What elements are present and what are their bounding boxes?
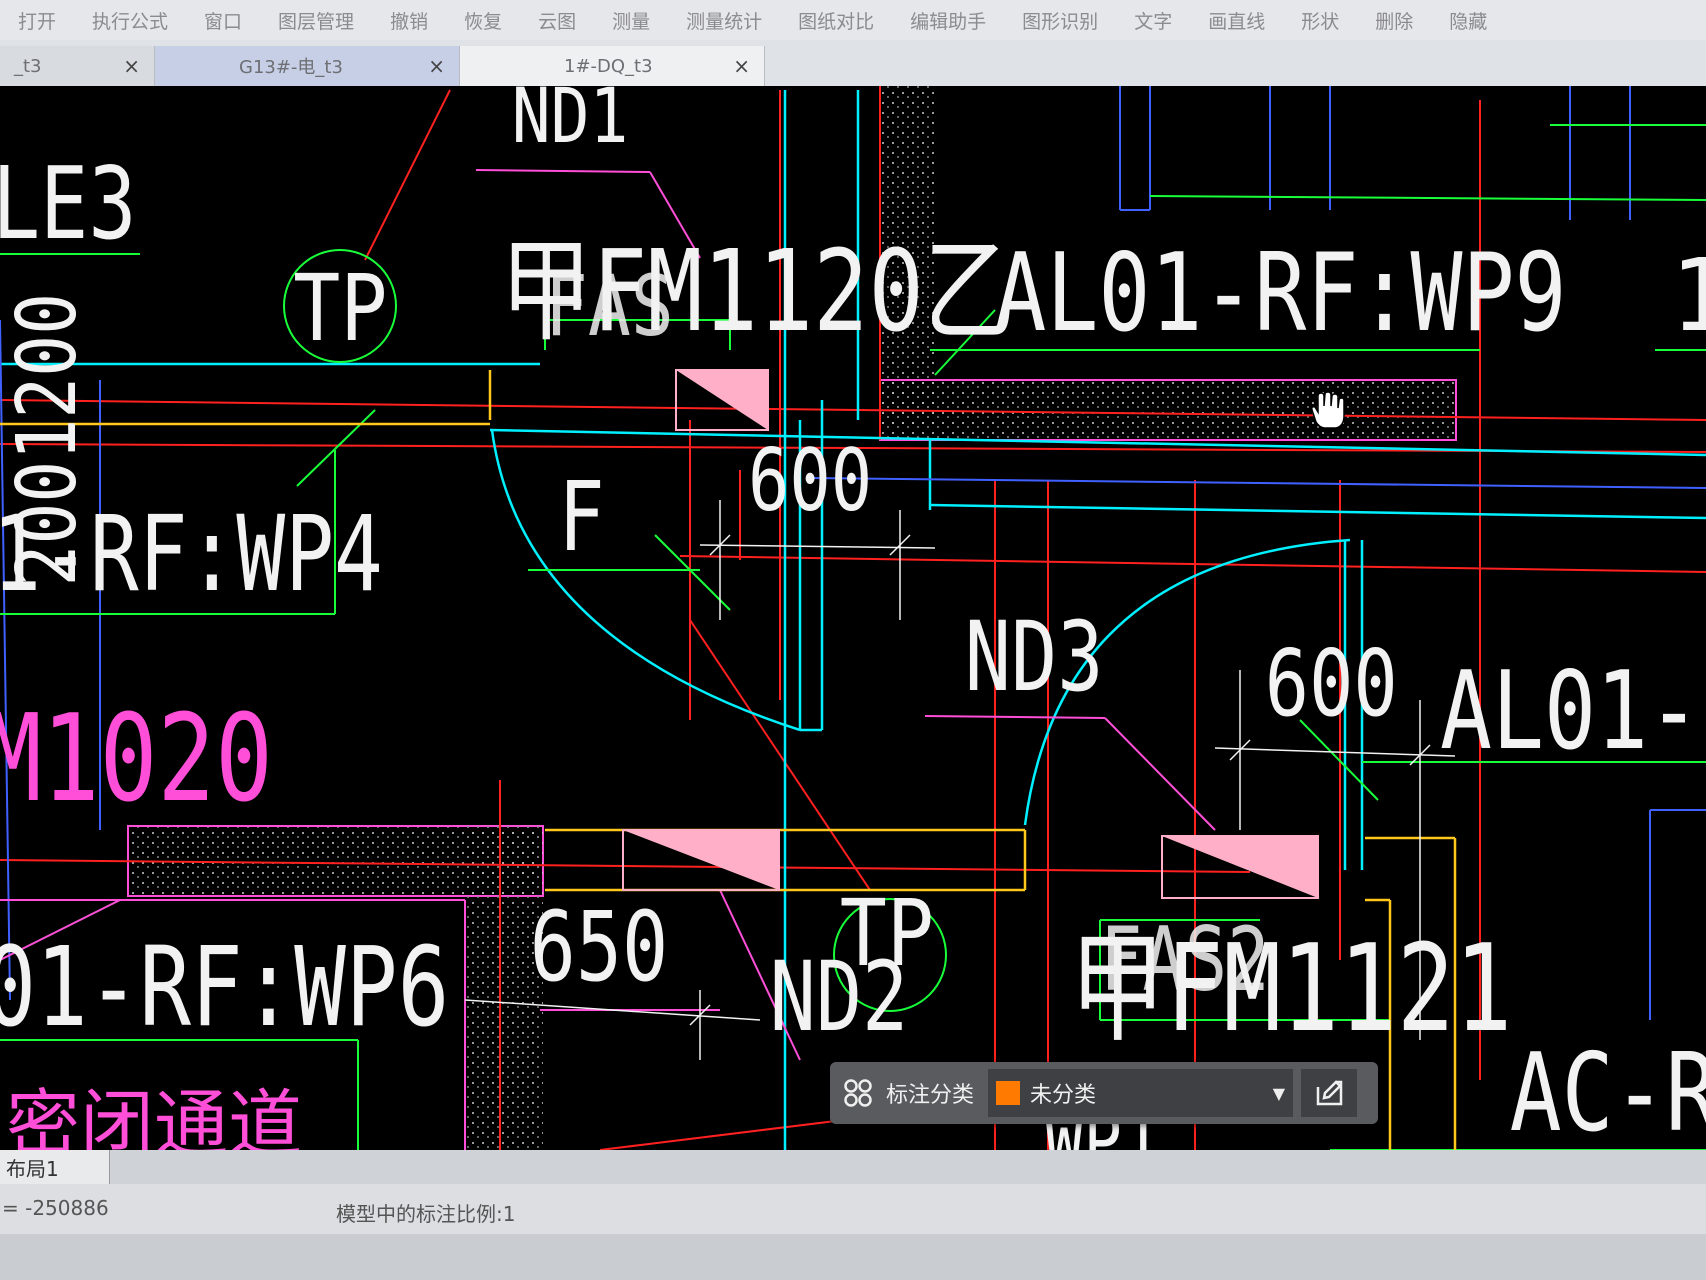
label-al01-r: AL01-R xyxy=(1440,649,1706,775)
tab-label: 1#-DQ_t3 xyxy=(564,55,653,77)
magenta-lines xyxy=(0,169,1216,1150)
grid-icon[interactable] xyxy=(830,1062,886,1124)
label-tp-top: TP xyxy=(293,256,387,363)
tab-file-3[interactable]: 1#-DQ_t3 × xyxy=(460,46,765,86)
label-dim-vertical: 2001200 xyxy=(0,293,94,587)
label-le3: LE3 xyxy=(0,146,136,262)
label-f: F xyxy=(558,461,604,574)
door-markers xyxy=(622,369,1319,899)
toolbar-item[interactable]: 执行公式 xyxy=(92,11,169,33)
toolbar-item[interactable]: 删除 xyxy=(1375,11,1414,33)
annotation-scale: 模型中的标注比例:1 xyxy=(336,1202,516,1226)
tp-circle-bottom xyxy=(833,898,947,1012)
toolbar-item[interactable]: 文字 xyxy=(1134,11,1173,33)
close-icon[interactable]: × xyxy=(428,54,445,78)
annotation-category-select[interactable]: 未分类 ▼ xyxy=(988,1069,1294,1117)
toolbar-item[interactable]: 编辑助手 xyxy=(910,11,987,33)
label-mibi: 密闭通道 xyxy=(6,1082,302,1150)
drawing-canvas[interactable]: ND1 LE3 TP 甲FM1120乙 FAS AL01-RF:WP9 1 1-… xyxy=(0,86,1706,1150)
toolbar-item[interactable]: 测量 xyxy=(612,11,651,33)
green-lines xyxy=(0,124,1706,1150)
selected-category: 未分类 xyxy=(1030,1083,1097,1108)
tp-circle-top xyxy=(283,249,397,363)
label-dim-600b: 600 xyxy=(1265,630,1398,737)
hand-cursor-icon xyxy=(1311,391,1345,429)
coordinate-readout: = -250886 xyxy=(2,1196,109,1220)
label-wp4: 1-RF:WP4 xyxy=(0,493,383,615)
main-toolbar: 打开 执行公式 窗口 图层管理 撤销 恢复 云图 测量 测量统计 图纸对比 编辑助手 图形识别 文字 画直… xyxy=(0,0,1706,40)
dimension-lines xyxy=(464,500,1456,1060)
wall-hatch-top xyxy=(880,86,936,426)
label-jia-bottom: 甲FM1121 xyxy=(1070,918,1513,1058)
label-dim-600a: 600 xyxy=(748,432,872,531)
cad-drawing: ND1 LE3 TP 甲FM1120乙 FAS AL01-RF:WP9 1 1-… xyxy=(0,86,1706,1150)
drawing-labels: ND1 LE3 TP 甲FM1120乙 FAS AL01-RF:WP9 1 1-… xyxy=(0,86,1706,1150)
tab-file-1[interactable]: _t3 × xyxy=(0,46,155,86)
toolbar-item[interactable]: 窗口 xyxy=(204,11,243,33)
label-fas-top: FAS xyxy=(545,258,674,355)
label-fas-bottom: FAS2 xyxy=(1100,908,1270,1011)
status-bar: = -250886 模型中的标注比例:1 xyxy=(0,1184,1706,1234)
tab-label: _t3 xyxy=(14,55,42,77)
label-al01-wp9: AL01-RF:WP9 xyxy=(994,231,1566,357)
os-taskbar xyxy=(0,1234,1706,1280)
toolbar-item[interactable]: 隐藏 xyxy=(1449,11,1488,33)
label-dim-650: 650 xyxy=(530,891,669,1004)
category-color-swatch xyxy=(996,1081,1021,1105)
close-icon[interactable]: × xyxy=(123,54,140,78)
edit-icon[interactable] xyxy=(1301,1069,1358,1117)
toolbar-item[interactable]: 画直线 xyxy=(1208,11,1266,33)
toolbar-item[interactable]: 测量统计 xyxy=(686,11,763,33)
annotation-category-toolbar: 标注分类 未分类 ▼ xyxy=(830,1062,1378,1124)
label-m1020: M1020 xyxy=(0,688,273,828)
toolbar-item[interactable]: 云图 xyxy=(538,11,577,33)
red-lines xyxy=(0,86,1706,1150)
document-tabs: _t3 × G13#-电_t3 × 1#-DQ_t3 × xyxy=(0,40,1706,86)
cyan-lines xyxy=(0,90,1706,1150)
toolbar-item[interactable]: 打开 xyxy=(18,11,57,33)
blue-lines xyxy=(0,86,1706,1020)
chevron-down-icon: ▼ xyxy=(1272,1083,1286,1103)
annotation-category-label: 标注分类 xyxy=(886,1083,975,1108)
wall-hatch-left xyxy=(465,826,543,1150)
label-tp-bottom: TP xyxy=(840,881,934,988)
label-nd3: ND3 xyxy=(965,601,1104,714)
toolbar-item[interactable]: 图形识别 xyxy=(1022,11,1099,33)
label-jia-top: 甲FM1120乙 xyxy=(500,227,1015,357)
label-right-1: 1 xyxy=(1670,237,1706,354)
toolbar-item[interactable]: 图层管理 xyxy=(278,11,355,33)
close-icon[interactable]: × xyxy=(733,54,750,78)
label-nd1: ND1 xyxy=(512,86,629,160)
layout-tab[interactable]: 布局1 xyxy=(0,1150,110,1184)
wall-hatch-right xyxy=(879,379,1457,441)
label-ac-r: AC-R xyxy=(1510,1031,1706,1150)
toolbar-item[interactable]: 恢复 xyxy=(464,11,503,33)
tab-label: G13#-电_t3 xyxy=(239,57,343,78)
toolbar-item[interactable]: 撤销 xyxy=(390,11,429,33)
toolbar-item[interactable]: 形状 xyxy=(1301,11,1340,33)
toolbar-item[interactable]: 图纸对比 xyxy=(798,11,875,33)
label-nd2: ND2 xyxy=(770,941,909,1054)
label-wp6: 01-RF:WP6 xyxy=(0,924,449,1052)
tab-file-2[interactable]: G13#-电_t3 × xyxy=(155,46,460,86)
